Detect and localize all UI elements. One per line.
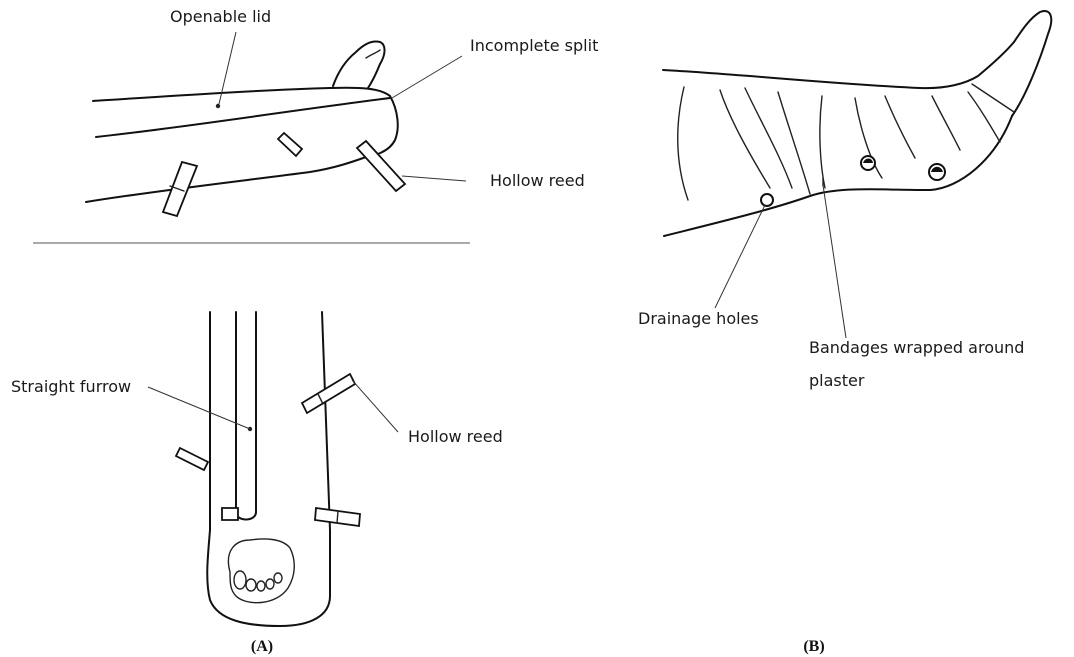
cast-bottom-edge <box>86 157 366 202</box>
caption-a: (A) <box>251 638 273 655</box>
label-hollow-reed-side: Hollow reed <box>490 171 585 190</box>
drainage-hole-2 <box>861 156 875 170</box>
hollow-reed-7 <box>315 508 360 526</box>
label-bandages-line1: Bandages wrapped around <box>809 338 1024 357</box>
cast-b-toe <box>1012 11 1051 116</box>
label-bandages-line2: plaster <box>809 371 865 390</box>
label-straight-furrow: Straight furrow <box>11 377 131 396</box>
panel-a-top-view: Straight furrow Hollow reed <box>11 312 503 626</box>
toe-detail <box>366 50 380 58</box>
panel-a-side-view: Openable lid Incomplete split Hollow ree… <box>86 7 598 216</box>
label-openable-lid: Openable lid <box>170 7 271 26</box>
label-drainage-holes: Drainage holes <box>638 309 759 328</box>
bandage-wraps <box>678 84 1014 200</box>
lid-marker-dot <box>216 104 220 108</box>
cast-top-edge <box>93 88 390 101</box>
cast-b-top-edge <box>663 42 1014 88</box>
lid-split-line <box>96 98 390 137</box>
caption-b: (B) <box>803 638 824 655</box>
furrow-slot <box>236 312 256 520</box>
drainage-hole-3 <box>929 164 945 180</box>
hollow-reed-2 <box>278 133 302 156</box>
label-incomplete-split: Incomplete split <box>470 36 598 55</box>
drainage-hole-1 <box>761 194 773 206</box>
leader-incomplete-split <box>392 56 462 98</box>
hollow-reed-5 <box>176 448 208 470</box>
toe-outline <box>333 41 385 88</box>
hollow-reed-4 <box>302 374 355 413</box>
hollow-reed-3 <box>357 141 405 191</box>
panel-b-side-cast: Drainage holes Bandages wrapped around p… <box>638 11 1051 390</box>
leader-hollow-reed-top <box>352 380 398 432</box>
foot-outline <box>228 539 294 603</box>
hollow-reed-1 <box>163 162 197 216</box>
label-hollow-reed-top: Hollow reed <box>408 427 503 446</box>
leader-straight-furrow <box>148 387 250 429</box>
hollow-reed-6 <box>222 508 238 520</box>
cast-b-bottom-edge <box>664 116 1012 236</box>
leader-bandages <box>823 185 846 338</box>
leader-hollow-reed-side <box>402 176 466 181</box>
